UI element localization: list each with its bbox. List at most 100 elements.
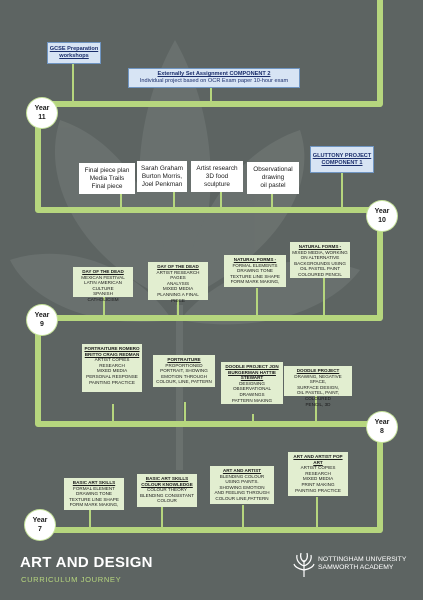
box-line: EMOTION THROUGH (161, 373, 207, 379)
year-number: 9 (40, 321, 44, 328)
year-11-badge: Year 11 (27, 98, 57, 128)
box-line: MIXED MEDIA (96, 368, 128, 374)
sarah-graham-box: Sarah Graham Burton Morris, Joel Penkman (137, 161, 187, 192)
box-line: ARTIST RESEARCH PAGES (156, 269, 200, 281)
task-line: Observational (253, 166, 293, 173)
box-line: LATIN AMERICAN CULTURE (84, 280, 122, 291)
task-line: Joel Penkman (141, 180, 183, 188)
observational-drawing-box: Observational drawing oil pastel (247, 162, 299, 194)
task-line: Final piece plan (84, 166, 130, 174)
box-line: OIL PASTEL, PAINT, COLOURED (296, 390, 340, 401)
box-line: TEXTURE LINE SHAPE (69, 496, 119, 502)
task-line: 3D food (205, 172, 229, 180)
box-line: ON ALTERNATIVE (300, 255, 340, 261)
task-line: oil pastel (260, 182, 286, 189)
natural-forms-formal-elements-box: NATURAL FORMS - FORMAL ELEMENTS DRAWING … (224, 255, 286, 287)
box-line: PENCIL, 3D (305, 401, 331, 407)
box-line: RESEARCH (305, 470, 331, 476)
box-line: PLANNING A FINAL PIECE (157, 291, 199, 303)
box-line: BLENDING CONSISTANT (139, 492, 195, 498)
gluttony-title: GLUTTONY PROJECT (312, 152, 372, 159)
exam-title: Externally Set Assignment COMPONENT 2 (157, 71, 271, 77)
task-line: Burton Morris, (141, 172, 183, 180)
externally-set-assignment-box: Externally Set Assignment COMPONENT 2 In… (128, 68, 300, 88)
gluttony-component: COMPONENT 1 (321, 159, 363, 166)
box-line: DRAWING TONE (76, 491, 112, 497)
doodle-project-burgerman-box: DOODLE PROJECT JON BURGERMAN HATTIE STEW… (221, 362, 283, 404)
day-of-the-dead-research-box: DAY OF THE DEAD ARTIST RESEARCH PAGES AN… (148, 262, 208, 303)
year-label: Year (34, 105, 50, 112)
task-line: drawing (261, 174, 285, 181)
box-line: PAINTING PRACTICE (89, 379, 135, 385)
box-line: PAINTING PRACTICE (295, 487, 341, 493)
task-line: Sarah Graham (141, 164, 183, 172)
box-line: ARTIST COPIES (300, 465, 336, 471)
logo-line-2: SAMWORTH ACADEMY (318, 564, 394, 572)
box-line: SHOWING EMOTION (219, 484, 265, 490)
box-title: ART AND ARTIST POP ART (293, 454, 343, 465)
box-title: PORTRAITURE ROMERO BRITTO CRAIG REDMAN (84, 346, 140, 357)
box-title: NATURAL FORMS - (298, 244, 342, 249)
box-line: RESEARCH (99, 362, 125, 368)
box-line: CATHOLICISM (87, 296, 119, 302)
box-line: COLOUR (157, 498, 177, 504)
box-line: PROPORTIONED (165, 362, 203, 368)
tree-logo-icon (293, 552, 315, 577)
box-line: AND FEELING THROUGH (214, 490, 270, 496)
box-line: OBSERVATIONAL (232, 386, 272, 392)
box-line: PORTRAIT, SHOWING (160, 368, 208, 374)
box-line: COLOURED PENCIL (298, 271, 342, 277)
page-title: ART AND DESIGN (20, 554, 153, 571)
year-label: Year (34, 312, 50, 319)
portraiture-romero-britto-box: PORTRAITURE ROMERO BRITTO CRAIG REDMAN A… (82, 344, 142, 392)
artist-research-box: Artist research 3D food sculpture (191, 161, 243, 192)
box-line: SPANISH (93, 291, 113, 297)
year-label: Year (374, 419, 390, 426)
gluttony-project-box: GLUTTONY PROJECT COMPONENT 1 (310, 146, 374, 173)
box-title: PORTRAITURE (167, 357, 201, 362)
box-title: DAY OF THE DEAD (157, 264, 199, 269)
exam-description: Individual project based on OCR Exam pap… (139, 78, 289, 84)
box-title: NATURAL FORMS - (233, 257, 277, 262)
box-title: DOODLE PROJECT (296, 368, 340, 373)
box-line: DESIGNING (239, 380, 265, 386)
box-line: MIXED MEDIA, WORKING (292, 249, 348, 255)
logo-line-1: NOTTINGHAM UNIVERSITY (318, 556, 407, 563)
box-line: ARTIST COPIES (94, 357, 130, 363)
task-line: Final piece (91, 182, 123, 190)
box-line: COLOUR LINE,PATTERN (215, 495, 269, 501)
box-line: BACKGROUNDS USING (294, 260, 346, 266)
box-title: ART AND ARTIST (222, 468, 262, 473)
year-number: 11 (38, 114, 46, 121)
year-8-badge: Year 8 (367, 412, 397, 442)
task-line: sculpture (204, 180, 230, 188)
box-line: FORM MARK MAKING, (69, 502, 119, 508)
art-and-artist-box: ART AND ARTIST BLENDING COLOUR USING PAI… (210, 466, 274, 504)
box-title: BASIC ART SKILLS COLOUR KNOWLEDGE (141, 476, 193, 487)
year-label: Year (374, 208, 390, 215)
basic-art-skills-box: BASIC ART SKILLS FORMAL ELEMENT DRAWING … (64, 478, 124, 510)
year-10-badge: Year 10 (367, 201, 397, 231)
box-line: DRAWING TONE (237, 268, 273, 274)
box-line: USING PAINTS. (225, 479, 259, 485)
year-9-badge: Year 9 (27, 305, 57, 335)
box-title: BASIC ART SKILLS (72, 480, 116, 485)
year-number: 8 (380, 428, 384, 435)
doodle-project-box: DOODLE PROJECT DRAWING, NEGATIVE SPACE, … (284, 366, 352, 407)
box-line: DRAWING, NEGATIVE SPACE, (294, 373, 342, 385)
box-line: OIL PASTEL PAINT (299, 266, 341, 272)
box-line: PATTERN MAKING (231, 397, 273, 403)
box-line: MEXICAN FESTIVAL (81, 274, 125, 280)
year-number: 7 (38, 526, 42, 533)
natural-forms-mixed-media-box: NATURAL FORMS - MIXED MEDIA, WORKING ON … (290, 242, 350, 278)
box-line: BLENDING COLOUR (219, 473, 265, 479)
portraiture-box: PORTRAITURE PROPORTIONED PORTRAIT, SHOWI… (153, 355, 215, 387)
box-title: DAY OF THE DEAD (82, 269, 124, 274)
page-subtitle: CURRICULUM JOURNEY (21, 575, 122, 584)
box-line: MIXED MEDIA (302, 476, 334, 482)
year-number: 10 (378, 217, 386, 224)
box-line: ANALYSIS (166, 280, 190, 286)
basic-art-skills-colour-box: BASIC ART SKILLS COLOUR KNOWLEDGE COLOUR… (137, 474, 197, 507)
